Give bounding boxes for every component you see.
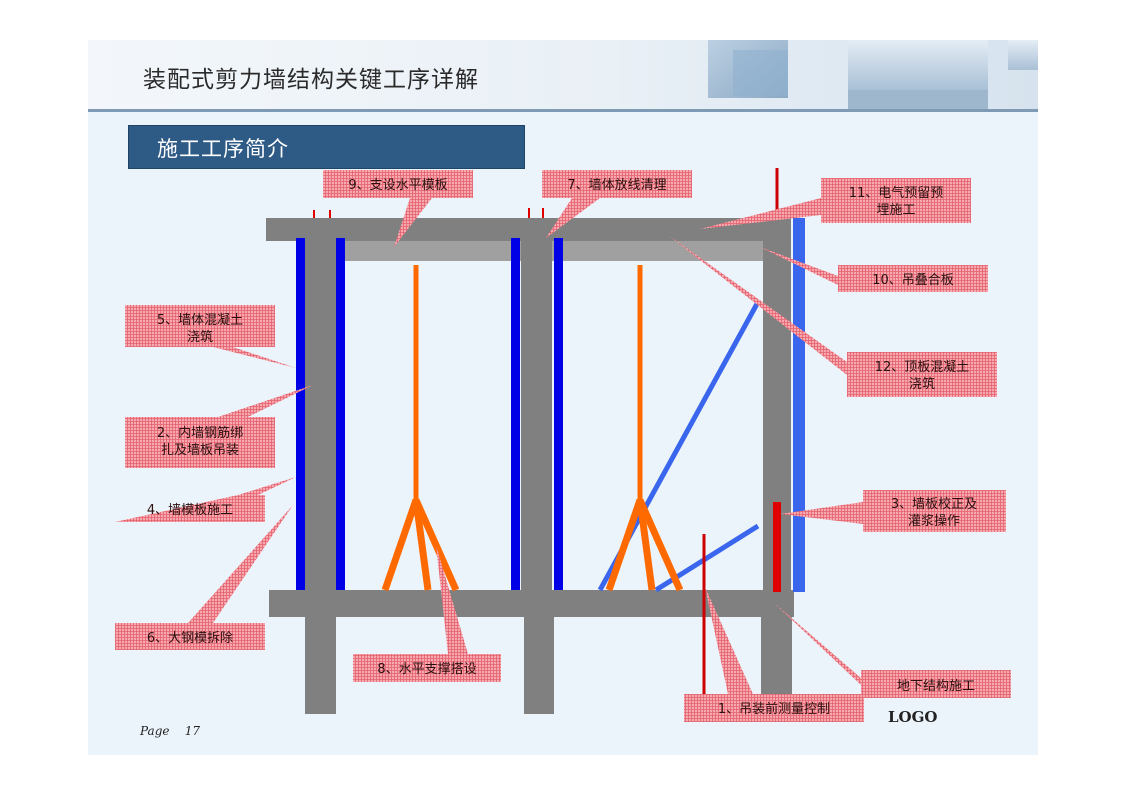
wall-left [305,218,336,590]
slide: 装配式剪力墙结构关键工序详解 施工工序简介 [88,40,1038,755]
callout-line: 11、电气预留预 [849,185,944,201]
callout-basement: 地下结构施工 [773,602,1011,698]
callout-10: 10、吊叠合板 [760,247,988,292]
formwork-middle-left [511,238,520,590]
callout-2-text: 2、内墙钢筋绑扎及墙板吊装 [157,425,243,458]
callout-line: 3、墙板校正及 [891,496,977,512]
basement-wall-middle [524,617,554,714]
callout-line: 7、墙体放线清理 [567,178,666,193]
callout-5-text: 5、墙体混凝土浇筑 [157,312,243,345]
callout-4: 4、墙模板施工 [115,477,296,522]
horizontal-supports [381,265,684,592]
callout-11-text: 11、电气预留预埋施工 [849,185,944,218]
header-cubes-art [708,40,1038,109]
callout-basement-text: 地下结构施工 [897,679,975,694]
callout-12: 12、顶板混凝土浇筑 [668,235,997,397]
callout-line: 地下结构施工 [897,679,975,694]
callout-line: 8、水平支撑搭设 [377,661,476,677]
formwork-middle-right [554,238,563,590]
header-band: 装配式剪力墙结构关键工序详解 [88,40,1038,112]
callout-7-text: 7、墙体放线清理 [567,178,666,193]
callout-7: 7、墙体放线清理 [542,170,692,238]
section-heading-box: 施工工序简介 [128,125,525,169]
formwork-left-inner [336,238,345,590]
basement-wall-left [305,617,336,714]
callout-line: 12、顶板混凝土 [875,359,970,375]
floor-slab [269,590,794,617]
callout-line: 10、吊叠合板 [872,273,954,288]
wall-formwork [296,218,805,593]
page-number: Page 17 [140,724,200,738]
callout-2: 2、内墙钢筋绑扎及墙板吊装 [125,385,313,468]
formwork-left-outer [296,238,305,590]
callout-5: 5、墙体混凝土浇筑 [125,305,296,368]
callout-line: 浇筑 [909,376,935,392]
callout-line: 1、吊装前测量控制 [718,701,830,717]
exterior-panel [793,218,805,592]
callout-10-text: 10、吊叠合板 [872,273,954,288]
composite-slab [336,241,791,261]
callout-1: 1、吊装前测量控制 [684,587,864,722]
diagonal-brace-short [654,523,760,593]
callout-9: 9、支设水平模板 [323,170,473,247]
callout-1-text: 1、吊装前测量控制 [718,701,830,717]
callout-6: 6、大钢模拆除 [115,505,293,650]
callout-11: 11、电气预留预埋施工 [700,178,971,229]
callout-line: 埋施工 [876,203,915,218]
callout-12-text: 12、顶板混凝土浇筑 [875,359,970,392]
callout-line: 灌浆操作 [908,513,960,529]
callout-8-text: 8、水平支撑搭设 [377,661,476,677]
callout-line: 6、大钢模拆除 [147,631,233,646]
callout-8: 8、水平支撑搭设 [353,545,501,682]
callout-6-text: 6、大钢模拆除 [147,631,233,646]
support-right [605,265,684,592]
callout-line: 扎及墙板吊装 [161,443,239,458]
callout-line: 4、墙模板施工 [147,503,233,518]
callout-line: 浇筑 [187,329,213,345]
support-left [381,265,460,592]
construction-diagram: 9、支设水平模板 7、墙体放线清理 11、电气预留预埋施工 10、吊叠合板 5、… [115,168,1011,722]
callout-3-text: 3、墙板校正及灌浆操作 [891,496,977,529]
slide-title: 装配式剪力墙结构关键工序详解 [143,67,479,93]
callout-9-text: 9、支设水平模板 [348,178,447,193]
callout-3: 3、墙板校正及灌浆操作 [780,490,1006,532]
grout-marker [773,502,781,592]
callout-line: 9、支设水平模板 [348,178,447,193]
callout-line: 2、内墙钢筋绑 [157,425,243,441]
wall-middle [521,218,552,590]
section-title: 施工工序简介 [157,137,289,161]
callout-line: 5、墙体混凝土 [157,312,243,328]
structure-frame [266,218,794,714]
logo: LOGO [888,708,938,726]
callout-4-text: 4、墙模板施工 [147,503,233,518]
